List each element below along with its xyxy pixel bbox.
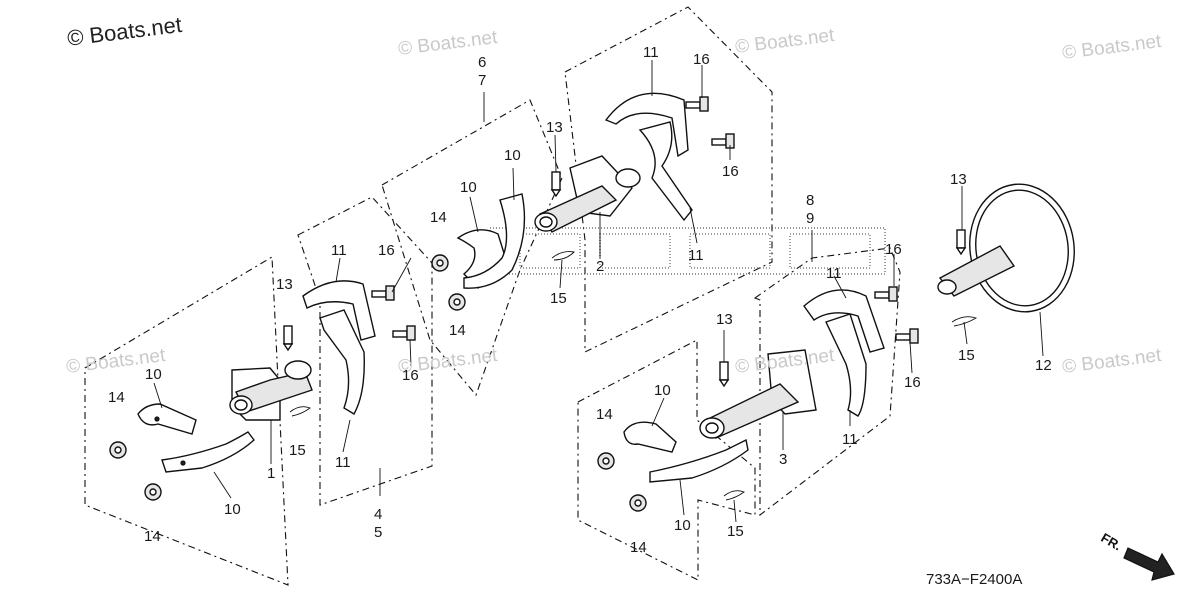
- callout-1: 1: [267, 465, 276, 482]
- callout-6: 6: [478, 54, 487, 71]
- bolt-16-b: [392, 325, 416, 341]
- diagram-code: 733A−F2400A: [926, 571, 1023, 588]
- callout-7: 7: [478, 72, 487, 89]
- nut-14-g3-lower: [629, 494, 647, 512]
- frame-lower-right-assembly: [577, 339, 756, 581]
- bolt-16-top-b: [711, 133, 735, 149]
- callout-14-f: 14: [630, 539, 647, 556]
- tine-10-g3-lower: [649, 438, 749, 483]
- callout-9: 9: [806, 210, 815, 227]
- frame-left-assembly: [84, 256, 289, 586]
- bolt-13-g3: [718, 361, 730, 388]
- callout-15-b: 15: [550, 290, 567, 307]
- bolt-16-g3-a: [874, 286, 898, 302]
- callout-11-d: 11: [688, 247, 704, 264]
- callout-16-c: 16: [693, 51, 710, 68]
- callout-2: 2: [596, 258, 605, 275]
- callout-10-a: 10: [145, 366, 162, 383]
- tine-11-top-a: [604, 92, 689, 158]
- callout-10-b: 10: [224, 501, 241, 518]
- callout-11-b: 11: [335, 454, 351, 471]
- frame-assembly-6-7: [381, 99, 563, 397]
- callout-10-c: 10: [460, 179, 477, 196]
- callout-11-f: 11: [842, 431, 858, 448]
- nut-14-g2-upper: [431, 254, 449, 272]
- bolt-13-left: [282, 325, 294, 352]
- callout-10-f: 10: [674, 517, 691, 534]
- clip-15-g2: [551, 251, 575, 261]
- nut-14-g2-lower: [448, 293, 466, 311]
- tine-10-upper-left: [137, 403, 197, 435]
- callout-15-a: 15: [289, 442, 306, 459]
- callout-14-c: 14: [430, 209, 447, 226]
- callout-10-e: 10: [654, 382, 671, 399]
- callout-16-a: 16: [378, 242, 395, 259]
- callout-13-b: 13: [546, 119, 563, 136]
- bolt-13-g2: [550, 171, 562, 198]
- callout-14-e: 14: [596, 406, 613, 423]
- clip-15-disc: [951, 316, 978, 327]
- tine-11-top-b: [638, 121, 693, 222]
- callout-13-c: 13: [716, 311, 733, 328]
- clip-15-g3: [723, 490, 745, 501]
- bolt-13-disc: [955, 229, 967, 256]
- tine-11-upper-a: [302, 280, 376, 341]
- callout-13-a: 13: [276, 276, 293, 293]
- callout-16-f: 16: [904, 374, 921, 391]
- callout-15-c: 15: [727, 523, 744, 540]
- frame-assembly-4-5: [297, 196, 433, 506]
- tine-holder-2: [534, 155, 641, 233]
- callout-16-b: 16: [402, 367, 419, 384]
- callout-15-d: 15: [958, 347, 975, 364]
- callout-3: 3: [779, 451, 788, 468]
- nut-14-left-lower: [144, 483, 162, 501]
- tine-holder-1: [229, 360, 313, 421]
- tine-10-lower-left: [161, 431, 255, 473]
- frame-top-right-assembly: [564, 6, 773, 353]
- callout-11-a: 11: [331, 242, 347, 259]
- tine-holder-3: [699, 349, 817, 439]
- callout-11-c: 11: [643, 44, 659, 61]
- callout-14-a: 14: [108, 389, 125, 406]
- bolt-16-g3-b: [895, 328, 919, 344]
- callout-8: 8: [806, 192, 815, 209]
- bolt-16-a: [371, 285, 395, 301]
- callout-11-e: 11: [826, 265, 842, 282]
- callout-13-d: 13: [950, 171, 967, 188]
- tine-11-lower-a: [319, 309, 365, 415]
- nut-14-g3-upper: [597, 452, 615, 470]
- callout-12: 12: [1035, 357, 1052, 374]
- callout-16-e: 16: [885, 241, 902, 258]
- clip-15-left: [289, 406, 311, 417]
- callout-5: 5: [374, 524, 383, 541]
- callout-10-d: 10: [504, 147, 521, 164]
- callout-14-d: 14: [449, 322, 466, 339]
- tine-10-group2-b: [463, 193, 526, 289]
- callout-14-b: 14: [144, 528, 161, 545]
- leader-lines: [153, 60, 1044, 523]
- callout-16-d: 16: [722, 163, 739, 180]
- side-disc-12: [937, 183, 1075, 313]
- tine-11-g3-b: [825, 313, 867, 417]
- tine-11-g3-a: [803, 289, 885, 353]
- callout-4: 4: [374, 506, 383, 523]
- tine-10-g3-upper: [623, 421, 677, 453]
- front-direction-arrow: [1123, 547, 1175, 581]
- bolt-16-top-a: [685, 96, 709, 112]
- nut-14-left-upper: [109, 441, 127, 459]
